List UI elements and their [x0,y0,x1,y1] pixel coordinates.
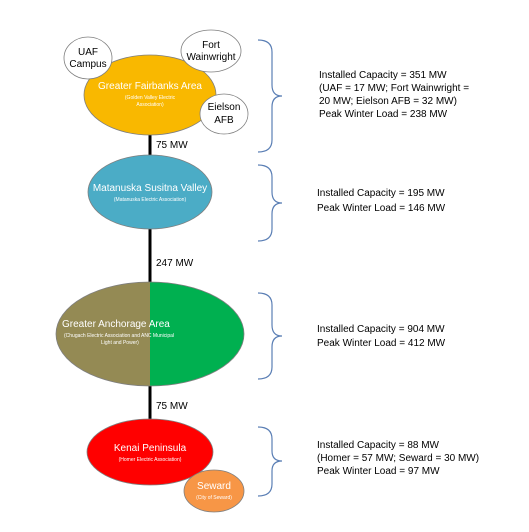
kenai-ellipse [86,418,214,486]
brace-anchorage [257,292,283,380]
fort-wainwright-bubble [180,29,242,73]
bubble-seward: Seward (City of Seward) [183,469,245,513]
fairbanks-subtitle-1: (Golden Valley Electric [125,95,176,101]
info-fairbanks-line-4: Peak Winter Load = 238 MW [319,109,448,120]
matanuska-subtitle: (Matanuska Electric Association) [114,197,187,203]
kenai-subtitle: (Homer Electric Association) [119,457,182,463]
info-fairbanks: Installed Capacity = 351 MW (UAF = 17 MW… [319,70,469,120]
anchorage-title: Greater Anchorage Area [62,319,170,330]
info-matanuska-line-1: Installed Capacity = 195 MW [317,188,445,199]
uaf-label-2: Campus [69,59,106,70]
info-fairbanks-line-2: (UAF = 17 MW; Fort Wainwright = [319,83,469,94]
info-fairbanks-line-3: 20 MW; Eielson AFB = 32 MW) [319,96,457,107]
matanuska-title: Matanuska Susitna Valley [93,183,207,194]
link-label-anchorage-kenai: 75 MW [156,401,188,412]
bubble-fort-wainwright: Fort Wainwright [180,29,242,73]
bubble-eielson-afb: Eielson AFB [199,93,249,135]
fairbanks-subtitle-2: Association) [136,102,164,108]
link-label-fairbanks-matanuska: 75 MW [156,140,188,151]
fort-wainwright-label-1: Fort [202,40,220,51]
brace-fairbanks [257,39,283,153]
seward-bubble [183,469,245,513]
kenai-title: Kenai Peninsula [114,443,187,454]
eielson-label-2: AFB [214,115,234,126]
info-anchorage: Installed Capacity = 904 MW Peak Winter … [317,324,446,349]
fairbanks-title: Greater Fairbanks Area [98,81,202,92]
info-kenai-line-3: Peak Winter Load = 97 MW [317,466,440,477]
anchorage-ellipse-outline [55,281,245,387]
uaf-bubble [63,36,113,80]
bubble-uaf-campus: UAF Campus [63,36,113,80]
region-matanuska: Matanuska Susitna Valley (Matanuska Elec… [87,154,213,230]
seward-subtitle: (City of Seward) [196,495,232,501]
brace-matanuska [257,164,283,242]
info-matanuska-line-2: Peak Winter Load = 146 MW [317,203,446,214]
seward-title: Seward [197,481,231,492]
brace-kenai [257,426,283,497]
region-anchorage: Greater Anchorage Area (Chugach Electric… [55,281,245,387]
uaf-label-1: UAF [78,47,98,58]
anchorage-subtitle-2: Light and Power) [101,340,139,346]
eielson-label-1: Eielson [208,102,241,113]
anchorage-subtitle-1: (Chugach Electric Association and ANC Mu… [64,333,174,339]
fort-wainwright-label-2: Wainwright [186,52,235,63]
info-anchorage-line-1: Installed Capacity = 904 MW [317,324,445,335]
info-kenai-line-1: Installed Capacity = 88 MW [317,440,440,451]
info-kenai: Installed Capacity = 88 MW (Homer = 57 M… [317,440,479,477]
matanuska-ellipse [87,154,213,230]
eielson-bubble [199,93,249,135]
link-label-matanuska-anchorage: 247 MW [156,258,194,269]
info-fairbanks-line-1: Installed Capacity = 351 MW [319,70,447,81]
region-kenai: Kenai Peninsula (Homer Electric Associat… [86,418,214,486]
info-anchorage-line-2: Peak Winter Load = 412 MW [317,338,446,349]
info-matanuska: Installed Capacity = 195 MW Peak Winter … [317,188,446,214]
info-kenai-line-2: (Homer = 57 MW; Seward = 30 MW) [317,453,479,464]
